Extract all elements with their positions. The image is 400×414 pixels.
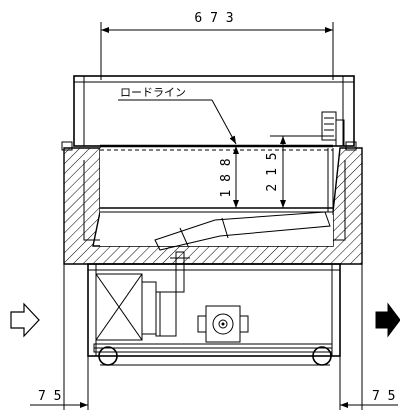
base-frame <box>93 343 333 366</box>
load-line-label: ロードライン <box>120 86 186 99</box>
tank-interior <box>100 144 334 246</box>
outline-arrow-right-icon <box>10 302 40 338</box>
compressor <box>197 305 249 343</box>
depth-outer-label: 2 1 5 <box>265 152 280 191</box>
latch <box>61 111 357 151</box>
side-lines <box>63 264 363 410</box>
filled-arrow-right-icon <box>375 302 400 338</box>
depth-dimensions: 1 8 8 2 1 5 <box>219 135 334 208</box>
lower-cabinet <box>87 251 341 357</box>
outlet-arrow <box>375 302 400 338</box>
depth-inner-label: 1 8 8 <box>219 158 234 197</box>
top-width-dimension: 6 7 3 <box>100 11 334 80</box>
load-line-annotation: ロードライン <box>118 86 237 145</box>
right-margin-dimension: 7 5 <box>340 389 398 408</box>
right-margin-label: 7 5 <box>372 389 395 404</box>
left-margin-label: 7 5 <box>38 389 61 404</box>
drain-pipe <box>154 211 331 251</box>
left-margin-dimension: 7 5 <box>30 389 88 408</box>
top-width-label: 6 7 3 <box>194 11 233 26</box>
inlet-arrow <box>10 302 40 338</box>
condenser-unit <box>95 273 177 341</box>
